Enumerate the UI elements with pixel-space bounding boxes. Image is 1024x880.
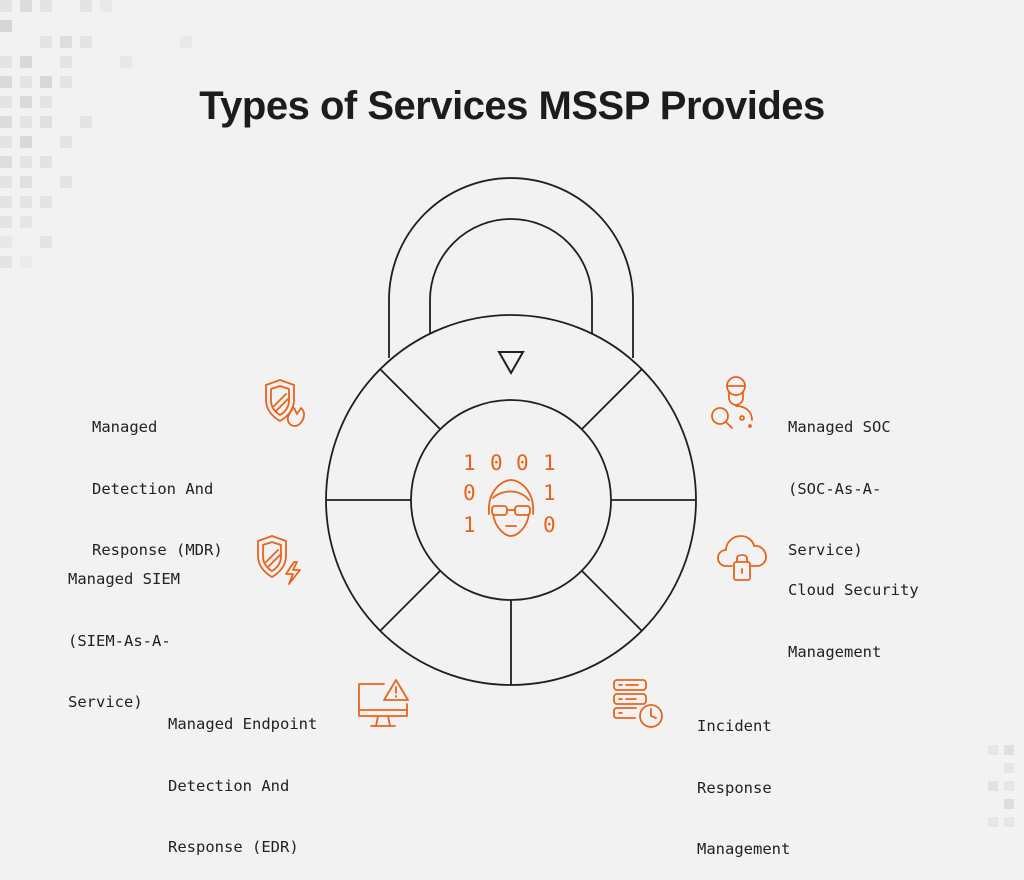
hacker-face-icon — [488, 479, 534, 537]
shield-fire-icon — [265, 379, 305, 427]
analyst-search-icon — [711, 376, 753, 429]
service-label-mdr: Managed Detection And Response (MDR) — [92, 418, 223, 559]
binary-digit: 0 — [543, 513, 556, 537]
server-clock-icon — [613, 679, 663, 728]
service-label-edr: Managed Endpoint Detection And Response … — [168, 715, 318, 856]
page-title: Types of Services MSSP Provides — [199, 84, 825, 128]
service-label-siem: Managed SIEM (SIEM-As-A- Service) — [68, 570, 180, 711]
pixel-pattern-decoration — [0, 0, 192, 268]
shackle-inner — [429, 218, 593, 334]
binary-digit: 1 — [463, 451, 476, 475]
shield-lightning-icon — [257, 535, 301, 585]
dial-marker-triangle — [497, 351, 525, 376]
cloud-lock-icon — [717, 535, 767, 581]
shackle-outer — [388, 177, 634, 358]
binary-digit: 1 — [543, 481, 556, 505]
binary-digit: 0 — [490, 451, 503, 475]
segment-divider — [379, 368, 441, 430]
segment-divider — [581, 570, 643, 632]
segment-divider — [379, 570, 441, 632]
segment-divider — [581, 368, 643, 430]
service-label-cloud: Cloud Security Management — [788, 581, 919, 661]
monitor-warning-icon — [358, 679, 409, 727]
service-label-incident: Incident Response Management — [697, 717, 791, 858]
pixel-pattern-decoration-bottom — [988, 745, 1014, 827]
service-label-soc: Managed SOC (SOC-As-A- Service) — [788, 418, 891, 559]
binary-digit: 1 — [463, 513, 476, 537]
binary-digit: 0 — [516, 451, 529, 475]
binary-digit: 0 — [463, 481, 476, 505]
binary-digit: 1 — [543, 451, 556, 475]
padlock-diagram: 1 0 0 1 0 1 1 0 — [325, 177, 697, 686]
